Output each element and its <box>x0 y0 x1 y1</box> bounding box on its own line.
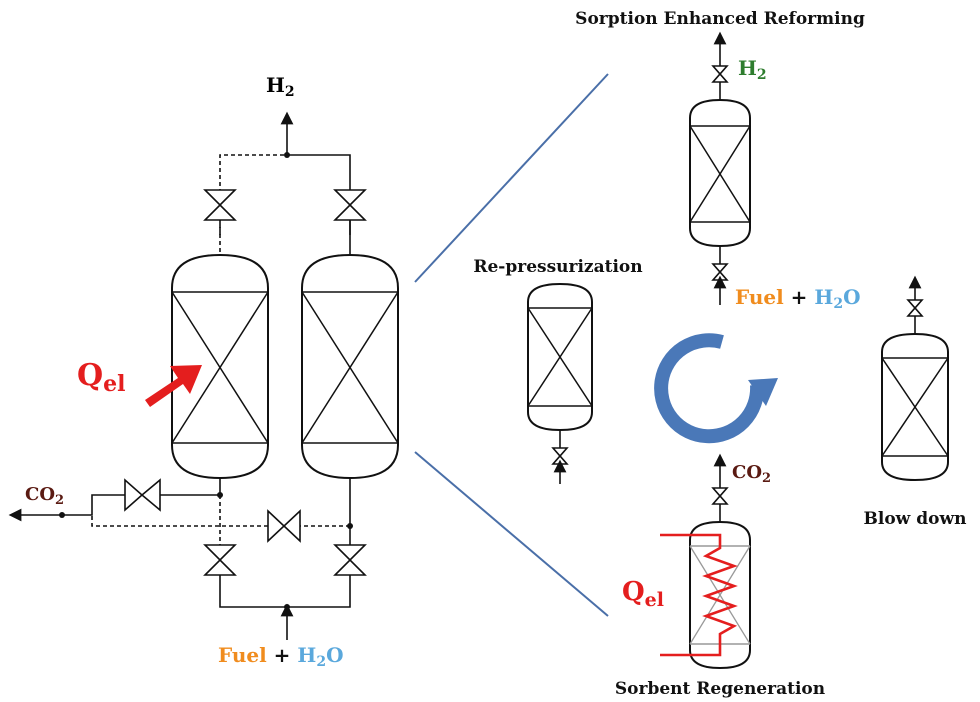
stage-title-repressurization: Re-pressurization <box>473 257 642 277</box>
h2-outlet-piping <box>219 111 351 235</box>
q-subscript: el <box>103 371 125 397</box>
h2o-h-text-ser: H <box>814 285 833 309</box>
h2-label-ser: H2 <box>738 56 767 83</box>
co2-subscript-regen: 2 <box>762 471 771 486</box>
h2o-subscript-ser: 2 <box>833 296 843 312</box>
regeneration-vessel <box>689 453 751 670</box>
feed-inlet-piping <box>219 575 351 640</box>
connector-line-bottom <box>414 451 609 617</box>
h2-text: H <box>266 73 285 97</box>
q-text-regen: Q <box>622 577 645 607</box>
co2-outlet-piping <box>8 478 353 545</box>
h2o-o-text-ser: O <box>843 285 860 309</box>
feed-label-left: Fuel + H2O <box>218 643 343 670</box>
h2o-h-text: H <box>297 643 316 667</box>
plus-text-ser: + <box>784 285 815 309</box>
blowdown-vessel <box>881 275 949 482</box>
co2-valve-lower[interactable] <box>267 509 301 543</box>
reactor-vessel-right <box>301 253 399 480</box>
cycle-arrow-icon <box>654 333 778 444</box>
co2-text-regen: CO <box>732 462 762 483</box>
reactor-vessel-left <box>171 253 269 480</box>
bottom-valve-left[interactable] <box>203 544 237 576</box>
heat-label-regeneration: Qel <box>622 577 664 611</box>
co2-label-regeneration: CO2 <box>732 462 771 486</box>
heat-input-arrow <box>145 365 202 407</box>
co2-text: CO <box>25 484 55 505</box>
fuel-text: Fuel <box>218 643 267 667</box>
top-valve-left[interactable] <box>203 189 237 221</box>
feed-label-ser: Fuel + H2O <box>735 285 860 312</box>
q-subscript-regen: el <box>645 589 664 611</box>
co2-subscript: 2 <box>55 493 64 508</box>
co2-valve-upper[interactable] <box>124 478 161 512</box>
h2-text-ser: H <box>738 56 757 80</box>
h2-subscript: 2 <box>285 84 295 100</box>
h2o-subscript: 2 <box>316 654 326 670</box>
h2o-o-text: O <box>326 643 343 667</box>
stage-title-regeneration: Sorbent Regeneration <box>615 679 825 699</box>
stage-title-ser: Sorption Enhanced Reforming <box>575 9 865 29</box>
plus-text: + <box>267 643 298 667</box>
heating-element-icon <box>660 533 738 657</box>
h2-product-label: H2 <box>266 73 295 100</box>
top-valve-right[interactable] <box>333 189 367 221</box>
ser-vessel <box>689 31 751 305</box>
co2-label-left: CO2 <box>25 484 64 508</box>
fuel-text-ser: Fuel <box>735 285 784 309</box>
heat-label-left: Qel <box>77 358 126 397</box>
repressurization-vessel <box>527 282 593 484</box>
q-text: Q <box>77 358 103 393</box>
h2-subscript-ser: 2 <box>757 67 767 83</box>
twin-reactor-system: H2 <box>8 73 399 670</box>
connector-line-top <box>414 73 609 283</box>
bottom-valve-right[interactable] <box>333 544 367 576</box>
stage-title-blowdown: Blow down <box>864 509 967 529</box>
